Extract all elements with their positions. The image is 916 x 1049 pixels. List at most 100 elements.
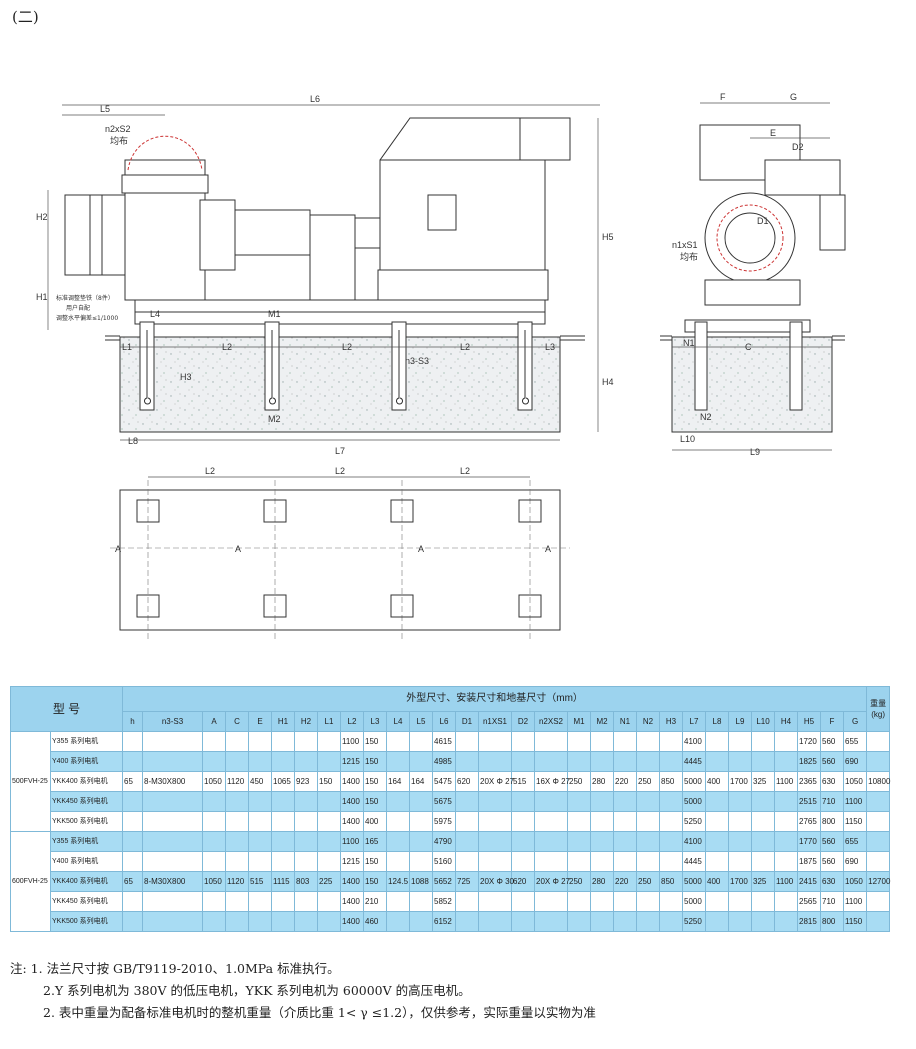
svg-text:L9: L9 — [750, 447, 760, 457]
column-header: C — [225, 711, 249, 732]
table-cell — [225, 731, 249, 752]
column-header: L1 — [317, 711, 341, 732]
table-cell: 220 — [613, 871, 637, 892]
svg-text:n3-S3: n3-S3 — [405, 356, 429, 366]
table-cell: 150 — [317, 771, 341, 792]
svg-text:L4: L4 — [150, 309, 160, 319]
plan-view — [110, 476, 570, 640]
table-cell — [659, 911, 683, 932]
svg-text:N2: N2 — [700, 412, 712, 422]
table-cell: 5475 — [432, 771, 456, 792]
table-cell — [636, 751, 660, 772]
table-cell — [478, 851, 512, 872]
svg-text:L6: L6 — [310, 94, 320, 104]
table-cell: 850 — [659, 871, 683, 892]
table-cell — [455, 811, 479, 832]
table-cell — [248, 731, 272, 752]
table-cell — [511, 751, 535, 772]
table-cell: 5000 — [682, 891, 706, 912]
svg-text:L2: L2 — [460, 466, 470, 476]
table-cell: 20X Φ 30 — [478, 871, 514, 892]
table-cell — [866, 731, 891, 752]
table-cell — [248, 791, 272, 812]
table-cell: 8-M30X800 — [142, 771, 203, 792]
table-cell — [534, 811, 568, 832]
table-cell: 400 — [705, 871, 729, 892]
motor-model: YKK500 系列电机 — [50, 811, 123, 832]
table-cell — [705, 811, 729, 832]
table-cell: 165 — [363, 831, 387, 852]
table-cell — [478, 911, 512, 932]
table-cell — [386, 791, 410, 812]
table-cell — [294, 791, 318, 812]
table-cell — [248, 911, 272, 932]
table-cell — [567, 751, 591, 772]
table-cell — [751, 911, 775, 932]
table-cell — [225, 891, 249, 912]
table-cell: 325 — [751, 771, 775, 792]
side-view-labels: L6 L5 n2xS2 均布 H2 H1 H5 标准调整垫铁（8件） 用户自配 … — [36, 94, 614, 456]
table-cell — [478, 751, 512, 772]
column-header: L7 — [682, 711, 706, 732]
svg-text:C: C — [745, 342, 752, 352]
table-cell — [511, 791, 535, 812]
table-cell: 5000 — [682, 771, 706, 792]
table-cell — [751, 891, 775, 912]
table-cell — [142, 731, 203, 752]
table-cell: 1088 — [409, 871, 433, 892]
table-cell — [455, 731, 479, 752]
table-cell: 630 — [820, 871, 844, 892]
table-cell — [613, 791, 637, 812]
table-cell: 1050 — [842, 871, 868, 892]
table-cell: 225 — [317, 871, 341, 892]
svg-text:H1: H1 — [36, 292, 48, 302]
table-cell: 150 — [363, 871, 387, 892]
table-cell: 325 — [751, 871, 775, 892]
side-view — [47, 104, 600, 441]
column-header: L4 — [386, 711, 410, 732]
table-cell — [613, 751, 637, 772]
table-cell — [728, 791, 752, 812]
column-header: n2XS2 — [534, 711, 568, 732]
svg-text:L2: L2 — [205, 466, 215, 476]
motor-model: Y355 系列电机 — [50, 831, 123, 852]
column-header: M1 — [567, 711, 591, 732]
table-cell — [728, 851, 752, 872]
table-cell — [511, 891, 535, 912]
table-cell — [659, 831, 683, 852]
table-cell — [567, 831, 591, 852]
table-cell — [122, 911, 143, 932]
table-cell — [728, 911, 752, 932]
table-cell — [317, 791, 341, 812]
table-cell: 124.5 — [386, 871, 410, 892]
table-cell — [142, 751, 203, 772]
engineering-drawing: L6 L5 n2xS2 均布 H2 H1 H5 标准调整垫铁（8件） 用户自配 … — [36, 92, 846, 640]
table-cell: 560 — [820, 851, 844, 872]
table-cell: 450 — [248, 771, 272, 792]
table-cell: 1150 — [842, 811, 868, 832]
table-cell — [728, 891, 752, 912]
table-cell — [728, 831, 752, 852]
table-cell: 1400 — [340, 871, 364, 892]
table-cell — [705, 791, 729, 812]
table-cell: 1400 — [340, 891, 364, 912]
table-cell — [774, 731, 798, 752]
table-cell: 1875 — [797, 851, 821, 872]
table-cell: 1400 — [340, 911, 364, 932]
table-cell: 400 — [705, 771, 729, 792]
table-cell — [728, 731, 752, 752]
table-cell — [386, 731, 410, 752]
table-cell: 850 — [659, 771, 683, 792]
table-cell — [409, 791, 433, 812]
table-cell — [294, 811, 318, 832]
table-cell — [294, 751, 318, 772]
svg-text:标准调整垫铁（8件）: 标准调整垫铁（8件） — [56, 294, 114, 302]
table-cell — [511, 911, 535, 932]
table-cell: 280 — [590, 771, 614, 792]
table-cell — [225, 831, 249, 852]
table-cell: 1120 — [225, 871, 249, 892]
